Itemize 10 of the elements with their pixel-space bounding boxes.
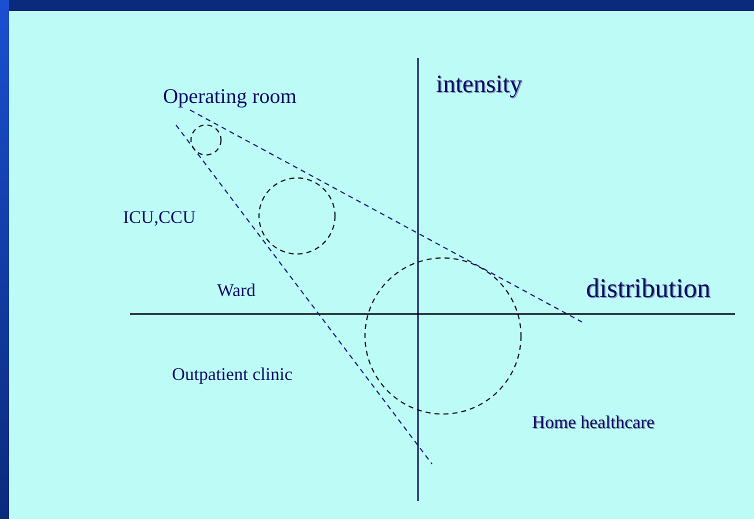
- small-dashed-circle: [190, 124, 222, 156]
- axis-title: distribution: [586, 275, 711, 302]
- outpatient-clinic-label: Outpatient clinic: [172, 365, 292, 383]
- axis-title: intensity: [436, 72, 522, 97]
- home-healthcare-label: Home healthcare: [532, 413, 654, 431]
- icu-ccu-label: ICU,CCU: [123, 208, 196, 226]
- large-dashed-circle: [364, 257, 522, 415]
- ward-label: Ward: [217, 281, 256, 299]
- medium-dashed-circle: [258, 177, 336, 255]
- operating-room-label: Operating room: [163, 86, 297, 107]
